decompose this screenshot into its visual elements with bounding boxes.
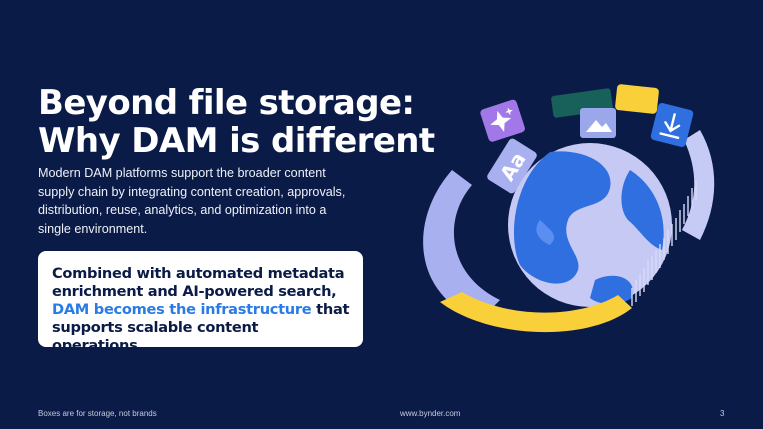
image-icon [586, 120, 612, 132]
page-number: 3 [720, 409, 725, 418]
audio-waveform [631, 180, 697, 306]
sparkle-icon [490, 107, 513, 132]
globe [508, 143, 672, 307]
orbit-ring-left [423, 170, 500, 320]
footer-tagline: Boxes are for storage, not brands [38, 409, 157, 418]
orbit-ring-bottom [440, 292, 632, 333]
download-icon [659, 113, 681, 140]
slide-title: Beyond file storage: Why DAM is differen… [38, 84, 435, 160]
callout-highlight: DAM becomes the infrastructure [52, 301, 312, 318]
footer-website: www.bynder.com [400, 409, 461, 418]
slide-body-text: Modern DAM platforms support the broader… [38, 166, 346, 236]
sparkle-tile [480, 99, 525, 142]
title-line-1: Beyond file storage: [38, 83, 415, 123]
callout-card: Combined with automated metadata enrichm… [38, 251, 363, 354]
yellow-tile [615, 84, 659, 114]
download-tile [650, 103, 694, 147]
callout-text: Combined with automated metadata enrichm… [52, 265, 351, 355]
callout-text-part-1: Combined with automated metadata enrichm… [52, 265, 345, 300]
image-tile [580, 108, 616, 138]
callout-text-part-2: that supports scalable content operation… [52, 301, 350, 354]
orbit-ring-right [682, 130, 715, 240]
globe-illustration: Aa [423, 84, 715, 333]
title-line-2: Why DAM is different [38, 121, 435, 161]
